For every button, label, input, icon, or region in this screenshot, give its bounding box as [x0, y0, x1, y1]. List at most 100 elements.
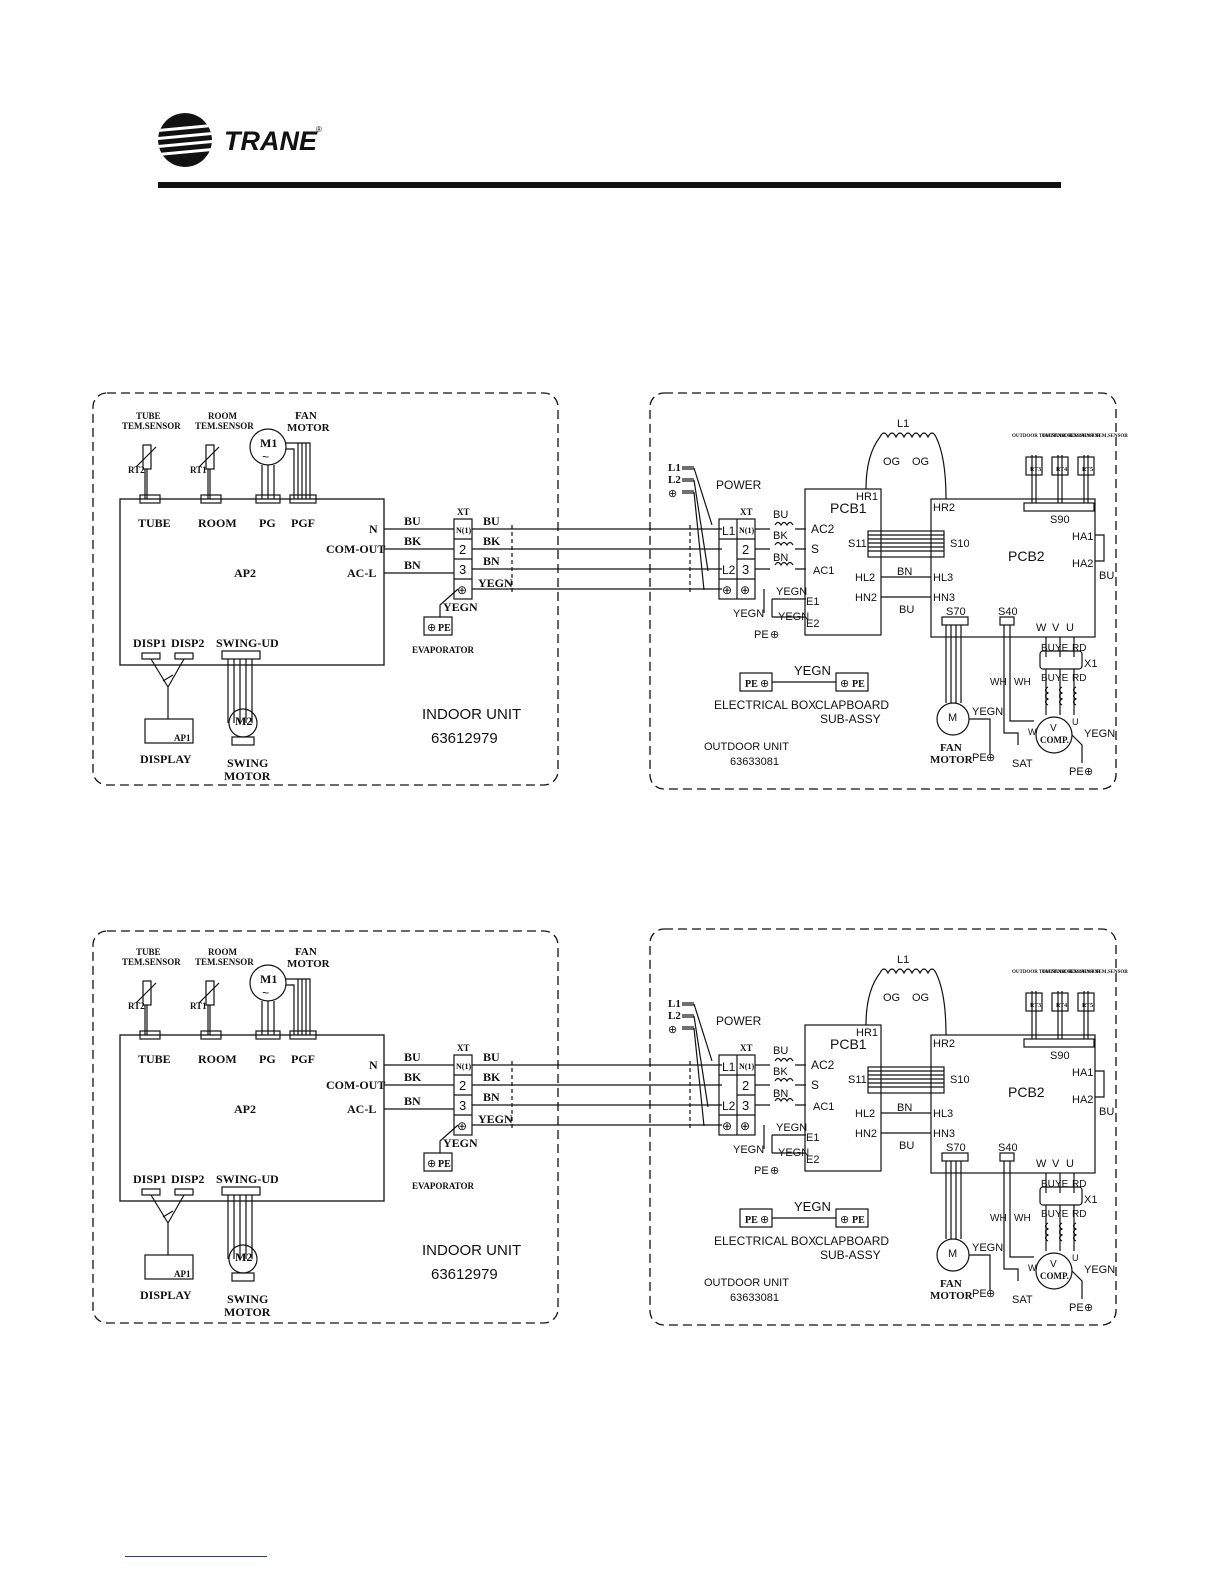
thermistor-icon	[135, 980, 157, 1035]
connector-pgf	[289, 1030, 317, 1040]
outdoor-yegn-e2: YEGN	[778, 611, 809, 623]
rt1-label: RT1	[190, 465, 207, 475]
clapboard-pe-label: PE	[852, 1215, 865, 1226]
clapboard-label: CLAPBOARD	[815, 698, 889, 712]
outdoor-xt-label: XT	[740, 1043, 753, 1053]
swing-ud-label: SWING-UD	[216, 1172, 279, 1186]
s10-label: S10	[950, 538, 970, 550]
ground-icon: ⊕	[427, 1158, 436, 1170]
wire-bu-right: BU	[483, 1050, 500, 1064]
connector-room	[200, 494, 222, 504]
rt5-label: RT5	[1082, 1003, 1093, 1009]
pcb1-label: PCB1	[830, 1036, 867, 1052]
s70-connector	[941, 616, 969, 626]
ground-icon: ⊕	[770, 1165, 779, 1177]
connector-tube	[139, 1030, 161, 1040]
s90-connector	[1023, 502, 1095, 512]
hr1-label: HR1	[856, 491, 878, 503]
ground-icon: ⊕	[722, 1119, 732, 1133]
trane-logo: TRANE ®	[158, 113, 322, 167]
indoor-xt-label: XT	[457, 507, 470, 517]
ha1-label: HA1	[1072, 1067, 1093, 1079]
swing-motor-label: SWING	[227, 1292, 268, 1306]
w-label: W	[1036, 622, 1047, 634]
fan-motor-label: FAN	[295, 410, 317, 422]
outdoor-yegn-pe: YEGN	[733, 608, 764, 620]
m2-label: M2	[235, 1250, 252, 1264]
ground-icon: ⊕	[840, 1214, 849, 1226]
e2-label: E2	[806, 1154, 819, 1166]
outdoor-xt-l2: L2	[722, 563, 736, 577]
ground-icon: ⊕	[427, 622, 436, 634]
wire-bk-left: BK	[404, 534, 422, 548]
hr2-label: HR2	[933, 502, 955, 514]
fan-label: FAN	[940, 1278, 962, 1290]
e1-label: E1	[806, 1132, 819, 1144]
x1-bu-label: BU	[1041, 643, 1055, 654]
outdoor-xt-3: 3	[742, 562, 749, 577]
electrical-box-pe-label: PE	[745, 1215, 758, 1226]
wire-yegn-evap: YEGN	[443, 1136, 478, 1150]
fan-pe-label: PE	[972, 1288, 987, 1300]
tube-connector-label: TUBE	[138, 516, 171, 530]
ha1-label: HA1	[1072, 531, 1093, 543]
comp-rd-label: RD	[1072, 673, 1086, 684]
disp1-connector	[141, 652, 161, 660]
ground-icon: ⊕	[457, 1119, 467, 1133]
wire-bn-hl: BN	[897, 566, 912, 578]
footer-link-underline[interactable]	[125, 1556, 267, 1557]
ground-icon: ⊕	[740, 1119, 750, 1133]
wire-bn-hl: BN	[897, 1102, 912, 1114]
comp-ye-label: YE	[1055, 1209, 1069, 1220]
tube-sensor-label-2: TEM.SENSOR	[122, 957, 181, 967]
m1-label: M1	[260, 972, 277, 986]
rt3-label: RT3	[1030, 467, 1041, 473]
ground-icon: ⊕	[986, 752, 995, 764]
ap1-label: AP1	[174, 1269, 191, 1279]
outdoor-unit-boundary	[649, 392, 1117, 790]
ground-icon: ⊕	[770, 629, 779, 641]
x1-ye-label: YE	[1055, 643, 1069, 654]
comp-pe-label: PE	[1069, 766, 1084, 778]
wh-label-2: WH	[1014, 1213, 1031, 1224]
ac-symbol: ~	[262, 450, 269, 464]
og-label-1: OG	[883, 456, 900, 468]
display-label: DISPLAY	[140, 752, 192, 766]
swing-motor-label-2: MOTOR	[224, 1305, 271, 1319]
swing-connector	[221, 650, 261, 660]
s70-label: S70	[946, 1142, 966, 1154]
ac2-label: AC2	[811, 1058, 835, 1072]
ac2-label: AC2	[811, 522, 835, 536]
pcb2-label: PCB2	[1008, 548, 1045, 564]
fan-pe-label: PE	[972, 752, 987, 764]
sat-label: SAT	[1012, 758, 1033, 770]
sat-label: SAT	[1012, 1294, 1033, 1306]
room-connector-label: ROOM	[198, 1052, 237, 1066]
brand-wordmark: TRANE	[224, 126, 318, 156]
wire-bn-left: BN	[404, 558, 421, 572]
s40-label: S40	[998, 606, 1018, 618]
og-label-2: OG	[912, 456, 929, 468]
ap2-label: AP2	[234, 566, 256, 580]
comp-rd-label: RD	[1072, 1209, 1086, 1220]
indoor-unit-title: INDOOR UNIT	[422, 1242, 521, 1259]
clapboard-pe-label: PE	[852, 679, 865, 690]
evaporator-pe-label: PE	[438, 623, 451, 634]
wire-bu-hn: BU	[899, 1140, 914, 1152]
s11-label: S11	[848, 1074, 867, 1086]
wire-bu-outdoor: BU	[773, 509, 788, 521]
comp-yegn-label: YEGN	[1084, 1264, 1115, 1276]
indoor-unit-boundary	[92, 930, 559, 1324]
hn2-label: HN2	[855, 592, 877, 604]
s90-label: S90	[1050, 1050, 1070, 1062]
power-l1-label: L1	[668, 462, 681, 474]
wiring-diagram-2: TUBE TEM.SENSOR ROOM TEM.SENSOR FAN MOTO…	[92, 928, 1128, 1326]
x1-rd-label: RD	[1072, 643, 1086, 654]
ground-icon: ⊕	[760, 678, 769, 690]
display-label: DISPLAY	[140, 1288, 192, 1302]
wire-bn-outdoor: BN	[773, 1088, 788, 1100]
wire-bk-outdoor: BK	[773, 530, 788, 542]
rt4-label: RT4	[1056, 467, 1067, 473]
s11-label: S11	[848, 538, 867, 550]
x1-ye-label: YE	[1055, 1179, 1069, 1190]
